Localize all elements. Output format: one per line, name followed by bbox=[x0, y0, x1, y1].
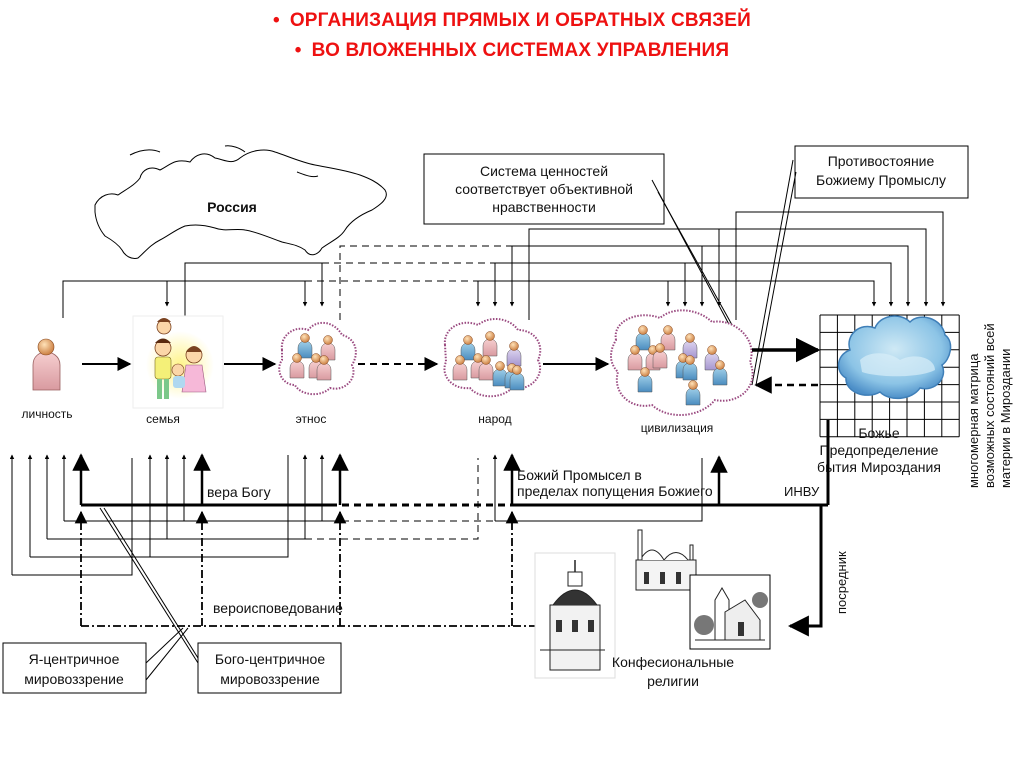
invu-label: ИНВУ bbox=[784, 484, 820, 499]
values-line-3: нравственности bbox=[492, 199, 596, 215]
god-worldview-callout: Бого-центричное мировоззрение bbox=[99, 507, 342, 694]
person-head bbox=[630, 345, 640, 355]
person-head bbox=[463, 335, 473, 345]
person-head bbox=[512, 365, 522, 375]
person-head bbox=[311, 353, 321, 363]
side-label-line-2: возможных состояний всей bbox=[982, 323, 997, 488]
person-body bbox=[712, 367, 728, 386]
person-head bbox=[688, 380, 698, 390]
node-people: народ bbox=[443, 318, 542, 426]
person-body bbox=[289, 360, 305, 379]
person-body bbox=[682, 362, 698, 381]
matrix-caption: Божье Предопределение бытия Мироздания bbox=[817, 425, 941, 475]
family-icon bbox=[146, 318, 214, 399]
providence-label-1: Божий Промысел в bbox=[517, 467, 642, 483]
node-label-personality: личность bbox=[21, 407, 72, 421]
side-label-line-1: многомерная матрица bbox=[966, 353, 981, 488]
person-head bbox=[485, 331, 495, 341]
person-head bbox=[319, 355, 329, 365]
person-head bbox=[638, 325, 648, 335]
title-text-1: ОРГАНИЗАЦИЯ ПРЯМЫХ И ОБРАТНЫХ СВЯЗЕЙ bbox=[289, 10, 752, 31]
confession-label: вероисповедование bbox=[213, 600, 343, 616]
matrix-side-label: многомерная матрица возможных состояний … bbox=[966, 323, 1013, 488]
matrix-caption-line-3: бытия Мироздания bbox=[817, 459, 941, 475]
values-line-2: соответствует объективной bbox=[455, 181, 633, 197]
opposition-line-2: Божиему Промыслу bbox=[816, 172, 946, 188]
person-head bbox=[495, 361, 505, 371]
providence-label-2: пределах попущения Божиего bbox=[517, 483, 713, 499]
russia-label: Россия bbox=[207, 199, 257, 215]
person-body bbox=[652, 350, 668, 369]
person-head bbox=[509, 341, 519, 351]
person-body bbox=[509, 372, 525, 391]
person-head bbox=[473, 353, 483, 363]
side-label-line-3: материи в Мироздании bbox=[998, 349, 1013, 488]
opposition-line-1: Противостояние bbox=[828, 153, 935, 169]
religions-label-2: религии bbox=[647, 673, 699, 689]
ego-line-2: мировоззрение bbox=[24, 671, 124, 687]
mediator-label: посредник bbox=[834, 551, 849, 614]
person-body bbox=[637, 374, 653, 393]
cloud-icon bbox=[837, 315, 952, 400]
person-head bbox=[655, 343, 665, 353]
values-line-1: Система ценностей bbox=[480, 163, 608, 179]
person-head bbox=[715, 360, 725, 370]
matrix-caption-line-1: Божье bbox=[858, 425, 899, 441]
faith-main-line bbox=[72, 420, 830, 637]
person-head bbox=[685, 355, 695, 365]
title-line-1: • ОРГАНИЗАЦИЯ ПРЯМЫХ И ОБРАТНЫХ СВЯЗЕЙ bbox=[0, 10, 1024, 32]
person-body bbox=[685, 387, 701, 406]
person-head bbox=[663, 325, 673, 335]
person-icon bbox=[32, 338, 61, 391]
matrix-caption-line-2: Предопределение bbox=[820, 442, 939, 458]
ego-line-1: Я-центричное bbox=[29, 651, 120, 667]
mosque-icon bbox=[627, 525, 699, 597]
person-body bbox=[482, 338, 498, 357]
group-icon bbox=[452, 331, 525, 391]
chapel-icon bbox=[689, 574, 771, 650]
node-label-civilization: цивилизация bbox=[641, 421, 714, 435]
group-icon bbox=[289, 333, 336, 381]
person-body bbox=[506, 348, 522, 367]
ego-worldview-callout: Я-центричное мировоззрение bbox=[2, 627, 189, 694]
opposition-callout: Противостояние Божиему Промыслу bbox=[751, 145, 969, 386]
god-line-2: мировоззрение bbox=[220, 671, 320, 687]
person-head bbox=[323, 335, 333, 345]
node-label-people: народ bbox=[478, 412, 511, 426]
group-icon bbox=[627, 325, 728, 406]
orthodox-church-icon bbox=[534, 552, 616, 679]
person-body bbox=[316, 362, 332, 381]
person-body bbox=[478, 362, 494, 381]
node-family: семья bbox=[132, 315, 224, 426]
person-body bbox=[452, 362, 468, 381]
religions-label-1: Конфесиональные bbox=[612, 654, 734, 670]
person-head bbox=[455, 355, 465, 365]
top-feedback-lines bbox=[62, 211, 946, 320]
religions-images: Конфесиональные религии bbox=[534, 525, 771, 689]
person-head bbox=[640, 367, 650, 377]
person-head bbox=[292, 353, 302, 363]
node-label-ethnos: этнос bbox=[296, 412, 327, 426]
faith-label: вера Богу bbox=[207, 484, 271, 500]
confession-line bbox=[74, 510, 540, 627]
node-label-family: семья bbox=[146, 412, 180, 426]
russia-map bbox=[94, 145, 387, 259]
bullet: • bbox=[294, 40, 302, 61]
god-line-1: Бого-центричное bbox=[215, 651, 325, 667]
person-head bbox=[685, 333, 695, 343]
node-ethnos: этнос bbox=[278, 321, 357, 426]
person-head bbox=[707, 345, 717, 355]
person-head bbox=[481, 355, 491, 365]
node-civilization: цивилизация bbox=[610, 309, 754, 435]
person-body bbox=[627, 352, 643, 371]
bullet: • bbox=[272, 10, 280, 31]
person-head bbox=[300, 333, 310, 343]
title-text-2: ВО ВЛОЖЕННЫХ СИСТЕМАХ УПРАВЛЕНИЯ bbox=[311, 40, 730, 61]
node-personality: личность bbox=[21, 338, 73, 421]
title-line-2: • ВО ВЛОЖЕННЫХ СИСТЕМАХ УПРАВЛЕНИЯ bbox=[0, 40, 1024, 62]
